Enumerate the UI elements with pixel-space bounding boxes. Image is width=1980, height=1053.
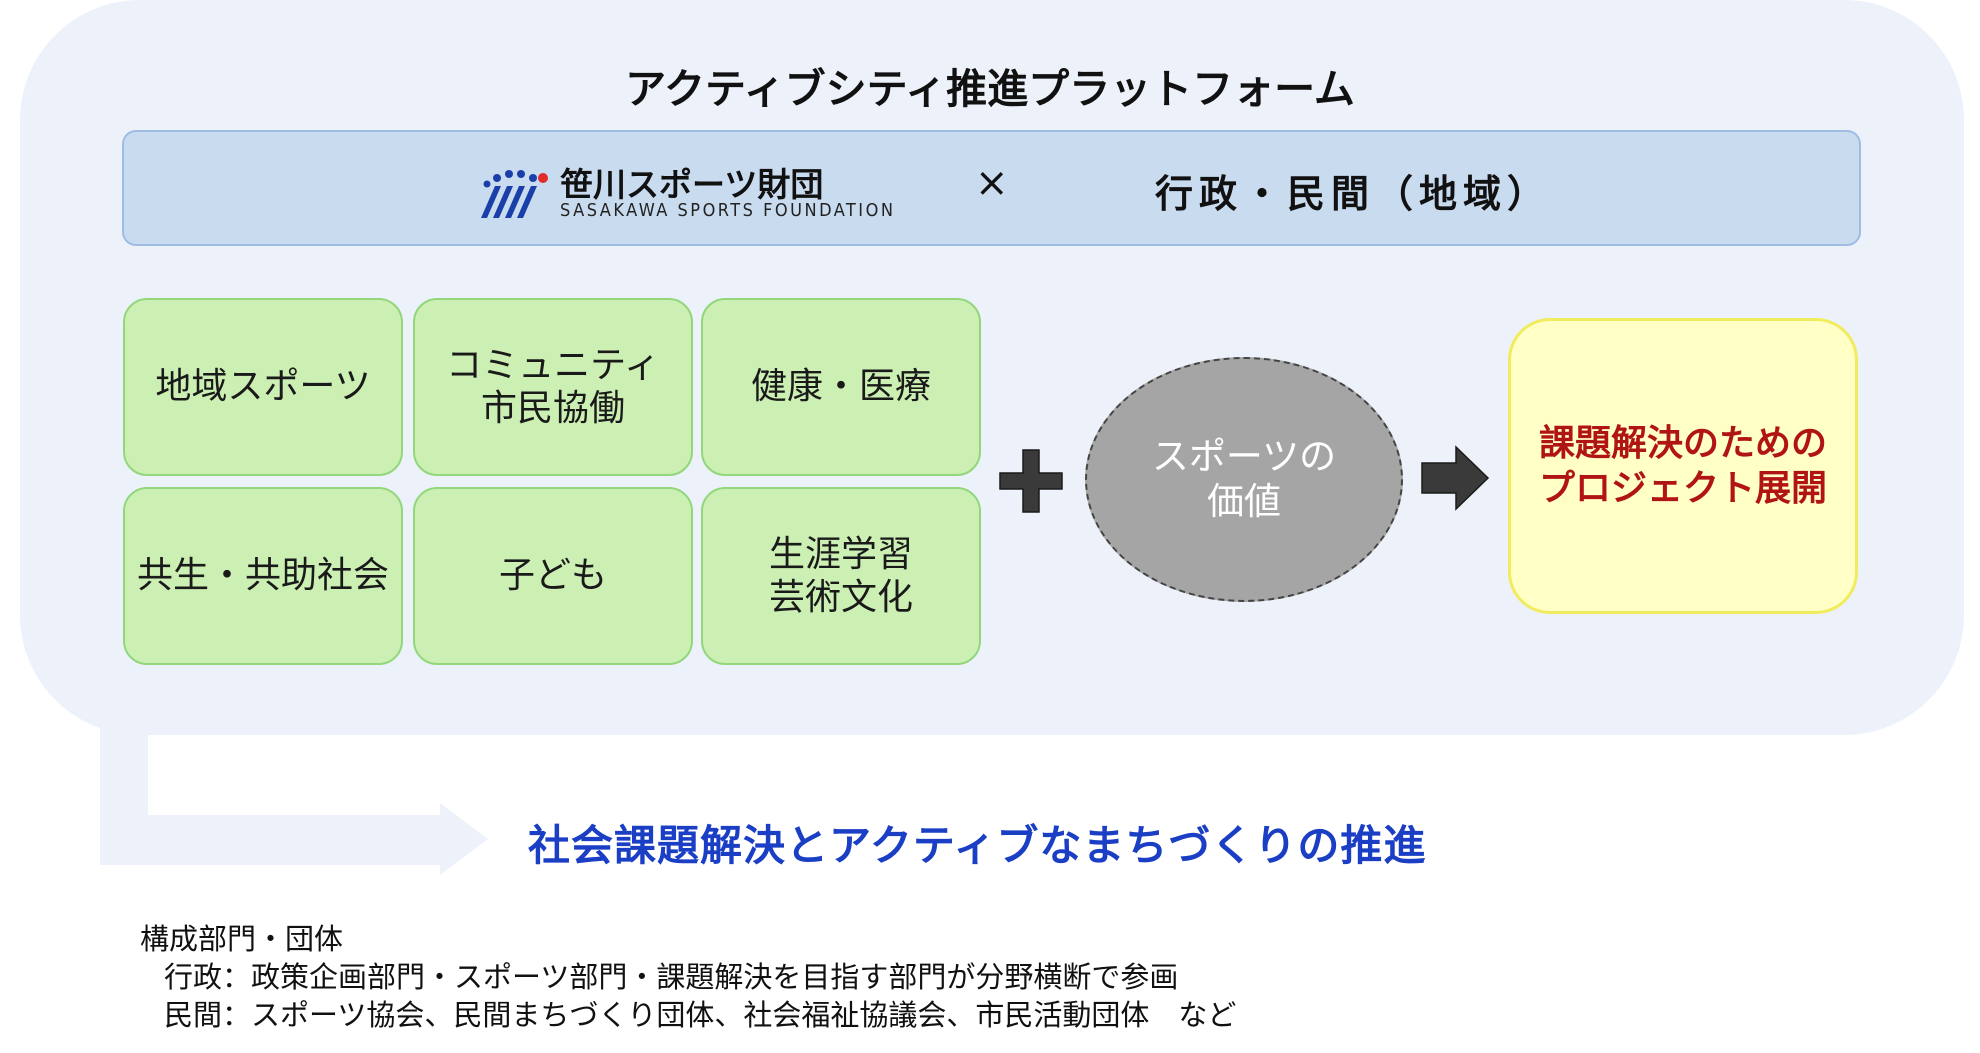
field-box: 地域スポーツ <box>123 298 403 476</box>
logo-subtitle: SASAKAWA SPORTS FOUNDATION <box>560 200 896 221</box>
notes-heading: 構成部門・団体 <box>140 922 344 956</box>
field-box: コミュニティ 市民協働 <box>413 298 693 476</box>
promotion-text: 社会課題解決とアクティブなまちづくりの推進 <box>528 821 1427 870</box>
result-box: 課題解決のための プロジェクト展開 <box>1508 318 1858 614</box>
partnership-band <box>122 130 1861 246</box>
arrow-right-icon <box>1421 445 1490 511</box>
field-box: 子ども <box>413 487 693 665</box>
partner-label: 行政・民間（地域） <box>1155 172 1552 216</box>
times-symbol: × <box>975 160 1009 206</box>
field-box: 健康・医療 <box>701 298 981 476</box>
field-box: 共生・共助社会 <box>123 487 403 665</box>
notes-line: 民間：スポーツ協会、民間まちづくり団体、社会福祉協議会、市民活動団体 など <box>164 998 1237 1032</box>
notes-line: 行政：政策企画部門・スポーツ部門・課題解決を目指す部門が分野横断で参画 <box>164 960 1179 994</box>
field-box: 生涯学習 芸術文化 <box>701 487 981 665</box>
logo-name: 笹川スポーツ財団 <box>560 165 824 204</box>
plus-icon <box>999 449 1063 513</box>
sasakawa-logo-icon <box>481 170 548 218</box>
sports-value-ellipse: スポーツの 価値 <box>1085 357 1403 602</box>
notes: 構成部門・団体 行政：政策企画部門・スポーツ部門・課題解決を目指す部門が分野横断… <box>140 920 1236 1034</box>
platform-title: アクティブシティ推進プラットフォーム <box>625 65 1355 113</box>
